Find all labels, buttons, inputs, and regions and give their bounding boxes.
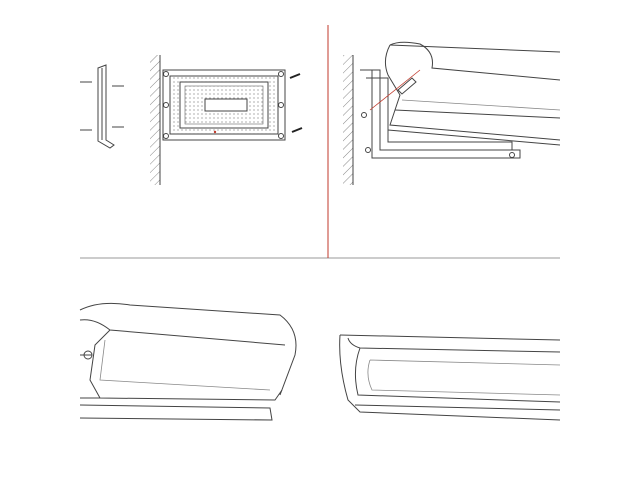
screw-icon (80, 81, 124, 131)
mounting-frame (360, 69, 521, 159)
panel-step-2 (343, 41, 561, 185)
wall-section (150, 55, 160, 185)
arrow-icon (289, 73, 303, 133)
mounting-bracket (80, 64, 124, 149)
light-fixture (339, 334, 561, 421)
light-fixture (369, 41, 561, 146)
mounting-frame (162, 69, 286, 141)
panel-step-1 (80, 55, 303, 185)
panel-step-4 (339, 334, 561, 421)
panel-step-3 (79, 302, 297, 421)
light-fixture (79, 302, 297, 421)
wall-section (343, 55, 353, 185)
